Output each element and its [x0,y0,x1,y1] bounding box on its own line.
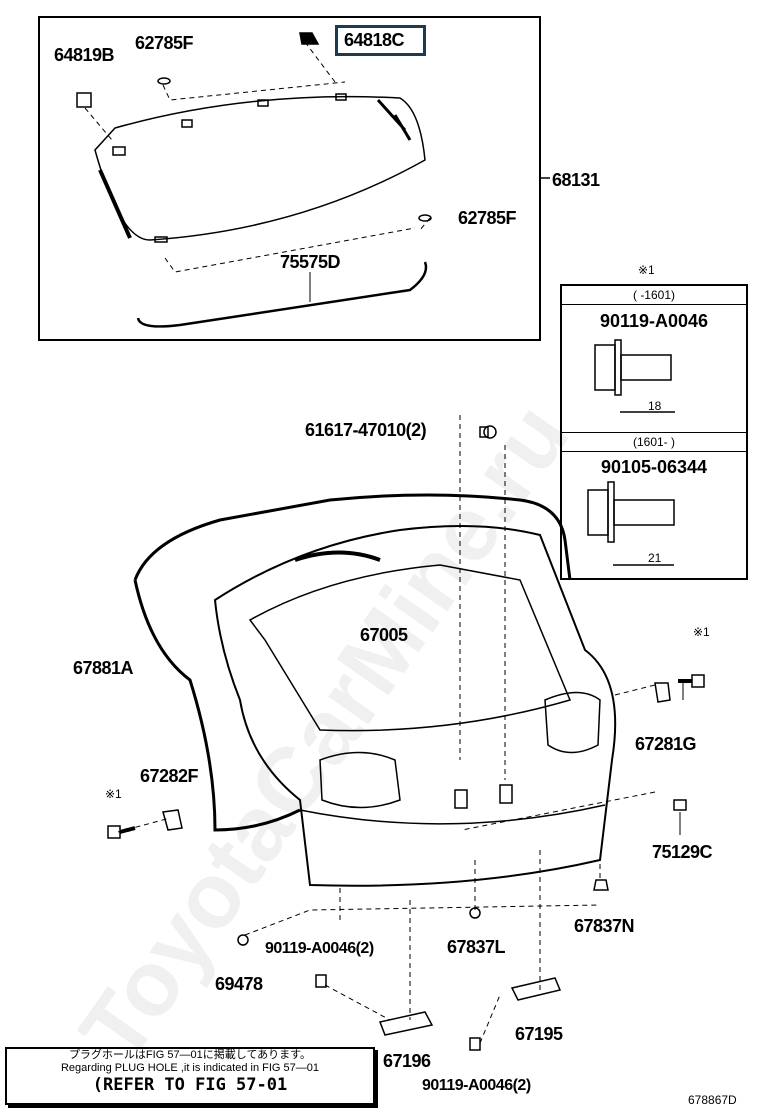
plug-62785F [157,77,171,85]
label-61617-47010[interactable]: 61617-47010(2) [305,420,427,440]
label-69478[interactable]: 69478 [215,974,263,994]
label-64818C[interactable]: 64818C [344,30,405,50]
figure-id: 678867D [688,1093,737,1107]
cushion-67837L [469,907,481,919]
glass-group-box [38,16,541,341]
clip-69478 [237,934,249,946]
cushion-75129C [673,799,687,811]
clip-64819B [76,92,92,108]
back-glass [94,95,426,241]
cushion-67837N [593,879,609,891]
molding-75575D [136,261,428,328]
label-68131[interactable]: 68131 [552,170,600,190]
label-67837L[interactable]: 67837L [447,937,506,957]
length-21: 21 [648,551,662,565]
label-67196[interactable]: 67196 [383,1051,431,1071]
label-75575D[interactable]: 75575D [280,252,341,272]
plug-hole-note: プラグホールはFIG 57—01に掲載してあります。 Regarding PLU… [5,1047,375,1105]
weatherstrip-67881A [133,493,572,832]
bracket-67282F [162,809,183,831]
label-67195[interactable]: 67195 [515,1024,563,1044]
highlighted-part-box [335,25,426,56]
table-ref-mark: ※1 [638,263,655,277]
bracket-67196 [378,1011,434,1036]
bracket-67195 [510,977,562,1001]
bolt-90119-A0046-drawing [594,339,675,413]
fastener-table: ( -1601) 90119-A0046 18 (1601- ) 90105-0… [560,284,748,580]
label-67881A[interactable]: 67881A [73,658,134,678]
bolt-ref1-right [678,674,705,688]
label-62785F-right[interactable]: 62785F [458,208,517,228]
ref-mark-right: ※1 [693,625,710,639]
bolt-90119-left [315,974,327,988]
part-number-90119-A0046[interactable]: 90119-A0046 [599,311,709,331]
label-90119-A0046-bottom[interactable]: 90119-A0046(2) [422,1077,531,1094]
label-64819B[interactable]: 64819B [54,45,115,65]
length-18: 18 [648,399,662,413]
note-japanese: プラグホールはFIG 57—01に掲載してあります。 [68,1049,312,1061]
label-67837N[interactable]: 67837N [574,916,635,936]
label-67005[interactable]: 67005 [360,625,408,645]
note-reference[interactable]: (REFER TO FIG 57-01 [92,1075,288,1095]
ref-mark-left: ※1 [105,787,122,801]
bolt-90105-06344-drawing [587,481,675,566]
clip-64818C [299,32,320,45]
label-67281G[interactable]: 67281G [635,734,697,754]
back-door-panel [213,525,617,887]
bolt-ref1-left [107,825,136,839]
range-row-2: (1601- ) [562,432,746,452]
bolt-61617 [479,425,497,439]
label-62785F-top[interactable]: 62785F [135,33,194,53]
label-75129C[interactable]: 75129C [652,842,713,862]
bolt-90119-bottom [469,1037,481,1051]
note-english: Regarding PLUG HOLE ,it is indicated in … [60,1062,319,1074]
part-number-90105-06344[interactable]: 90105-06344 [600,457,708,477]
label-90119-A0046-left[interactable]: 90119-A0046(2) [265,940,374,957]
range-row-1: ( -1601) [562,286,746,305]
bracket-67281G [654,682,671,703]
label-67282F[interactable]: 67282F [140,766,199,786]
